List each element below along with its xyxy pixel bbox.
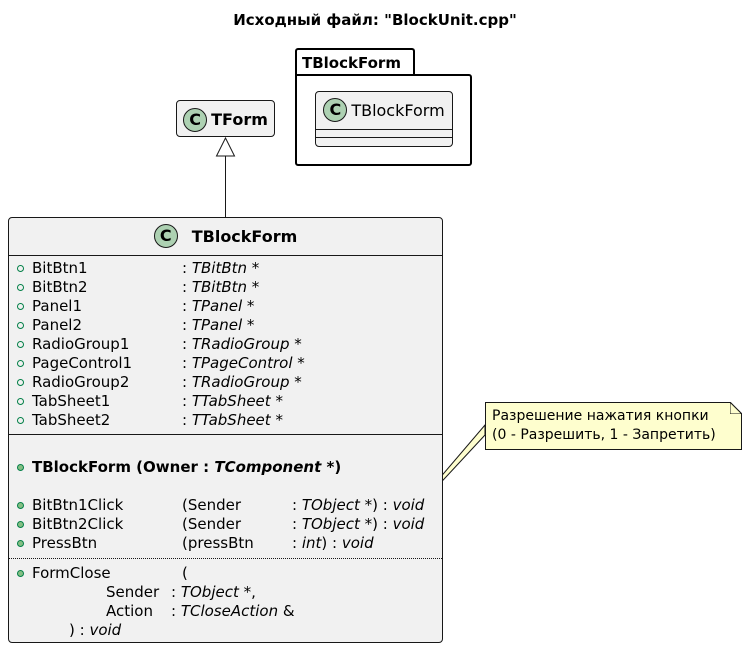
inheritance-arrowhead [215,136,236,157]
method-signature: : TObject *) : void [292,515,425,533]
field-suffix: * [289,373,302,391]
field-name: TabSheet1 [32,392,111,410]
field-type: TRadioGroup [191,373,290,391]
field-visibility-icon [17,341,24,348]
constructor-name: TBlockForm (Owner : [32,458,215,476]
method-return-type: void [341,534,374,552]
field-type: TBitBtn [191,259,248,277]
field-type-wrap: : TPanel * [182,316,255,334]
formclose-action-tail: & [278,602,295,620]
method-param: (pressBtn [182,534,254,552]
field-name: RadioGroup2 [32,373,130,391]
class-icon: C [183,107,208,132]
main-class-box: C TBlockForm BitBtn1 : TBitBtn * BitBtn2 : … [8,217,443,643]
field-type-wrap: : TBitBtn * [182,278,260,296]
field-suffix: * [270,411,283,429]
constructor-tail: *) [321,458,342,476]
field-type: TTabSheet [191,411,271,429]
field-visibility-icon [17,398,24,405]
note: Разрешение нажатия кнопки (0 - Разрешить… [485,402,742,450]
diagram-title: Исходный файл: "BlockUnit.cpp" [233,11,517,29]
field-visibility-icon [17,322,24,329]
method-name: PressBtn [32,534,98,552]
formclose-name: FormClose [32,564,111,582]
method-tail: ) : [321,534,342,552]
field-suffix: * [292,354,305,372]
class-icon: C [323,98,348,122]
field-type-wrap: : TTabSheet * [182,411,283,429]
field-suffix: * [242,316,255,334]
method-signature: : TObject *) : void [292,496,425,514]
main-class-name: TBlockForm [191,226,298,246]
field-name: BitBtn2 [32,278,88,296]
field-visibility-icon [17,284,24,291]
field-type: TTabSheet [191,392,271,410]
parent-class-name: TForm [211,110,268,129]
public-method-icon [17,540,24,547]
public-method-icon [17,464,24,471]
field-suffix: * [247,278,260,296]
field-name: RadioGroup1 [32,335,130,353]
method-signature: : int) : void [292,534,374,552]
field-type: TRadioGroup [191,335,290,353]
field-type: TPanel [191,297,243,315]
field-suffix: * [242,297,255,315]
note-line-2: (0 - Разрешить, 1 - Запретить) [492,427,716,443]
package-tab: TBlockForm [295,48,415,74]
formclose-row: FormClose ( [9,564,439,583]
package-class-name: TBlockForm [351,100,445,120]
field-type-wrap: : TTabSheet * [182,392,283,410]
field-visibility-icon [17,417,24,424]
field-suffix: * [289,335,302,353]
formclose-open: ( [182,564,188,582]
field-type-wrap: : TRadioGroup * [182,335,302,353]
field-suffix: * [247,259,260,277]
method-param-type: TObject [301,515,360,533]
method-name: BitBtn2Click [32,515,124,533]
field-name: TabSheet2 [32,411,111,429]
method-name: BitBtn1Click [32,496,124,514]
method-tail: *) : [359,515,393,533]
method-param: (Sender [182,496,242,514]
formclose-action-name: Action [106,602,153,620]
field-visibility-icon [17,379,24,386]
method-param-type: int [301,534,322,552]
note-line-1: Разрешение нажатия кнопки [492,408,709,424]
formclose-sender-tail: *, [238,583,256,601]
field-suffix: * [270,392,283,410]
method-tail: *) : [359,496,393,514]
field-name: Panel1 [32,297,83,315]
field-visibility-icon [17,265,24,272]
field-type-wrap: : TBitBtn * [182,259,260,277]
field-type: TPanel [191,316,243,334]
method-param: (Sender [182,515,242,533]
method-return-type: void [392,515,425,533]
method-param-type: TObject [301,496,360,514]
formclose-close: ) : [69,621,90,639]
class-icon: C [153,224,178,248]
field-type-wrap: : TPanel * [182,297,255,315]
field-visibility-icon [17,360,24,367]
field-name: BitBtn1 [32,259,88,277]
constructor-param-type: TComponent [214,458,322,476]
formclose-sender-type: TObject [180,583,239,601]
note-fold [730,402,742,414]
package-class-box: C TBlockForm [315,91,453,147]
formclose-action-type: TCloseAction [180,602,279,620]
formclose-return-type: void [89,621,122,639]
parent-class-box: C TForm [176,100,275,137]
public-method-icon [17,502,24,509]
public-method-icon [17,521,24,528]
field-visibility-icon [17,303,24,310]
field-type: TPageControl [191,354,293,372]
field-type-wrap: : TRadioGroup * [182,373,302,391]
field-name: PageControl1 [32,354,133,372]
public-method-icon [17,570,24,577]
field-name: Panel2 [32,316,83,334]
field-type: TBitBtn [191,278,248,296]
formclose-sender-name: Sender [106,583,160,601]
method-return-type: void [392,496,425,514]
field-type-wrap: : TPageControl * [182,354,305,372]
